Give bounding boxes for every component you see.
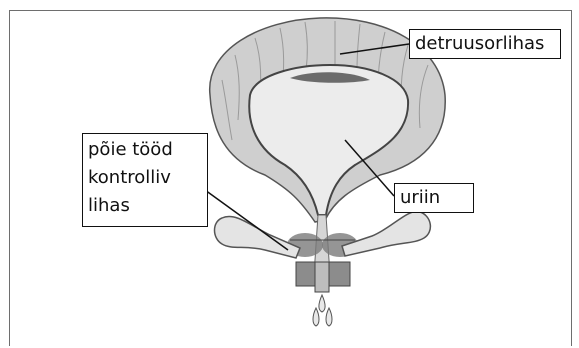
bladder-lumen [249, 65, 408, 215]
label-line-3: lihas [88, 192, 202, 220]
label-detruusorlihas: detruusorlihas [409, 29, 561, 59]
pelvic-bone-left [215, 216, 301, 258]
label-uriin: uriin [394, 183, 474, 213]
pelvic-bone-right [342, 211, 430, 256]
label-line-1: põie tööd [88, 136, 202, 164]
urine-drops [313, 295, 332, 326]
label-line-2: kontrolliv [88, 164, 202, 192]
label-poie-tood-kontrolliv-lihas: põie tööd kontrolliv lihas [82, 133, 208, 227]
